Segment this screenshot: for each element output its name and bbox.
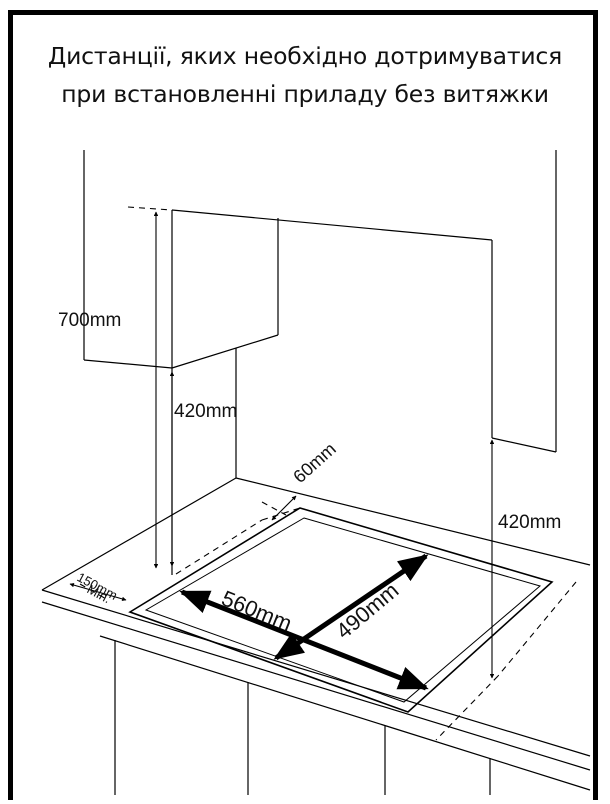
cabinet-bottom-right: [171, 334, 279, 369]
hob-outer-outline: [128, 507, 554, 713]
counter-front-edge: [41, 589, 591, 757]
guide-right: [497, 581, 577, 677]
guide-top-dashed: [127, 206, 173, 211]
dim-150-line: [69, 582, 127, 602]
dim-60-line: [271, 495, 297, 521]
label-560mm: 560mm: [218, 585, 295, 636]
label-420mm-left: 420mm: [174, 401, 237, 422]
right-wall-bottom: [491, 437, 557, 453]
title-line-2: при встановленні приладу без витяжки: [61, 80, 549, 108]
cabinet-top-line: [171, 209, 493, 241]
cabinet-bottom-line: [83, 359, 173, 369]
counter-back-edge: [235, 477, 591, 566]
label-700mm: 700mm: [58, 310, 121, 331]
guide-back-60: [261, 501, 287, 516]
guide-left-front: [175, 519, 263, 575]
counter-front-lower: [41, 601, 591, 771]
label-420mm-right: 420mm: [498, 512, 561, 533]
guide-back: [261, 507, 301, 521]
guide-right-front: [435, 675, 499, 741]
label-60mm: 60mm: [289, 439, 340, 487]
hob-inner-outline: [144, 517, 542, 703]
title-line-1: Дистанції, яких необхідно дотримуватися: [47, 42, 563, 70]
arrow-depth: [273, 553, 429, 661]
counter-left-back: [41, 477, 237, 591]
counter-front-bottom: [99, 635, 591, 791]
